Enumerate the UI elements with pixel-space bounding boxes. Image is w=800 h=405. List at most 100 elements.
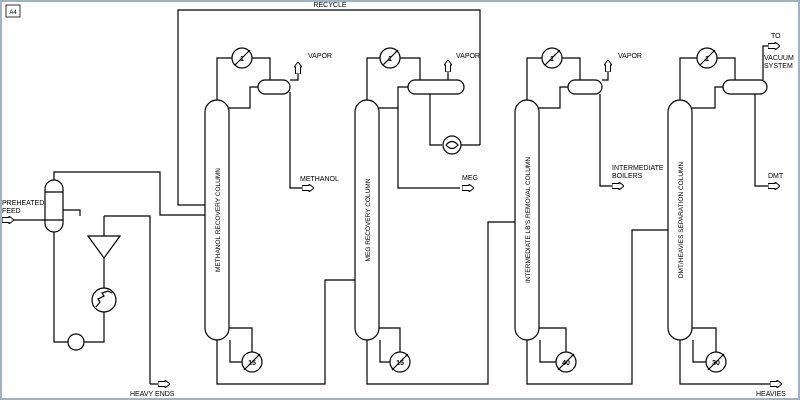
pump-discharge-line xyxy=(84,312,105,343)
col4-bottoms-line xyxy=(679,340,770,385)
col4-reboiler-feed xyxy=(692,327,717,352)
recycle-line xyxy=(177,9,481,206)
methanol-column-label: METHANOL RECOVERY COLUMN xyxy=(215,168,222,272)
col2-reboiler-slash xyxy=(391,353,409,371)
feed-inlet-arrow xyxy=(2,216,14,224)
col1-vapor-label: VAPOR xyxy=(308,53,332,60)
to-vacuum-label-3: SYSTEM xyxy=(764,63,793,70)
col3-bottoms-to-col4 xyxy=(526,229,668,385)
col3-distillate-line xyxy=(599,94,612,187)
col2-vapor-label: VAPOR xyxy=(456,53,480,60)
col2-bottoms-to-col3 xyxy=(366,221,515,385)
col2-overhead-line xyxy=(366,57,380,100)
col3-condenser-to-drum xyxy=(562,57,581,80)
feed-heater xyxy=(91,287,117,313)
col3-overhead-line xyxy=(526,57,542,100)
heavies-label: HEAVIES xyxy=(756,391,786,398)
col2-reboiler-return xyxy=(379,340,390,363)
col3-condenser-slash xyxy=(544,49,561,66)
col1-reboiler-return xyxy=(229,340,242,363)
to-vacuum-label-1: TO xyxy=(771,33,781,40)
col1-overhead-line xyxy=(216,57,232,100)
col3-reboiler-number: 40 xyxy=(562,360,570,367)
flash-overhead-line xyxy=(53,171,205,216)
methanol-label: METHANOL xyxy=(300,176,339,183)
col2-condenser-number: 1 xyxy=(388,56,392,63)
heavies-arrow xyxy=(770,380,782,388)
col3-vapor-label: VAPOR xyxy=(618,53,642,60)
to-vacuum-label-2: VACUUM xyxy=(764,55,794,62)
heater-coil-icon xyxy=(95,290,113,308)
col2-reflux-drum xyxy=(407,79,465,95)
col3-reflux-line xyxy=(539,86,568,109)
dmt-label: DMT xyxy=(768,173,784,180)
col1-reboiler-feed xyxy=(229,327,253,352)
col4-condenser-slash xyxy=(699,49,716,66)
col2-distillate-line xyxy=(397,108,460,189)
recycle-label: RECYCLE xyxy=(313,2,346,9)
dmt-column-label: DMT/HEAVIES SEPARATION COLUMN xyxy=(678,162,685,279)
col4-distillate-arrow xyxy=(768,182,780,190)
col4-reflux-line xyxy=(692,86,723,109)
col2-condenser-to-drum xyxy=(400,57,421,80)
heavy-ends-label: HEAVY ENDS xyxy=(130,391,175,398)
intermediate-label-2: BOILERS xyxy=(612,173,643,180)
col3-reflux-drum xyxy=(567,79,603,95)
col2-vapor-arrow xyxy=(444,60,452,72)
col1-reboiler-number: 15 xyxy=(248,360,256,367)
col3-vapor-arrow xyxy=(604,60,612,72)
separator-to-heavy-ends-line xyxy=(104,215,151,384)
col1-distillate-line xyxy=(289,92,302,189)
col1-reflux-drum xyxy=(257,79,291,95)
col4-distillate-line xyxy=(754,94,768,187)
col4-vacuum-arrow xyxy=(768,42,780,50)
feed-pump xyxy=(67,333,85,351)
col1-condenser-to-drum xyxy=(252,57,271,80)
col4-condenser-to-drum xyxy=(717,57,736,80)
corner-tag-box xyxy=(5,4,21,18)
meg-label: MEG xyxy=(462,175,478,182)
col1-reboiler-slash xyxy=(243,353,261,371)
col1-vapor-arrow xyxy=(294,62,302,74)
col1-condenser-slash xyxy=(234,49,251,66)
col1-vapor-line xyxy=(290,74,299,81)
intermediate-label-1: INTERMEDIATE xyxy=(612,165,664,172)
col3-reboiler-return xyxy=(539,340,556,363)
flash-bottoms-line xyxy=(53,232,68,343)
col2-reboiler-number: 15 xyxy=(396,360,404,367)
col4-reboiler-slash xyxy=(707,353,725,371)
meg-column-label: MEG RECOVERY COLUMN xyxy=(365,178,372,261)
col3-condenser-number: 1 xyxy=(550,56,554,63)
col2-reflux-line xyxy=(379,86,408,109)
col3-reboiler-feed xyxy=(539,327,567,352)
col1-bottoms-to-col2 xyxy=(216,279,355,385)
col1-reflux-line xyxy=(229,86,258,109)
col2-condenser-slash xyxy=(382,49,399,66)
exchanger-symbol-icon xyxy=(445,140,459,150)
col4-condenser-number: 1 xyxy=(705,56,709,63)
heavy-ends-arrow xyxy=(158,380,170,388)
col3-vapor-line xyxy=(602,72,609,81)
separator-triangle xyxy=(86,235,122,260)
intermediate-column-label: INTERMEDIATE LB'S REMOVAL COLUMN xyxy=(525,157,532,283)
corner-tag: A4 xyxy=(9,10,17,16)
col2-drum-to-exchanger xyxy=(429,94,442,146)
col2-reboiler-feed xyxy=(379,327,401,352)
col4-reflux-drum xyxy=(722,79,768,95)
preheated-feed-label-2: FEED xyxy=(2,208,21,215)
flash-drum xyxy=(44,179,64,233)
col4-reboiler-number: 30 xyxy=(712,360,720,367)
col3-distillate-arrow xyxy=(612,182,624,190)
col4-overhead-line xyxy=(679,57,697,100)
col4-vacuum-line xyxy=(762,45,768,80)
preheated-feed-label-1: PREHEATED xyxy=(2,200,44,207)
col1-condenser-number: 1 xyxy=(240,56,244,63)
col2-distillate-arrow xyxy=(462,184,474,192)
col1-distillate-arrow xyxy=(302,184,314,192)
drum-return-line xyxy=(63,209,81,216)
col3-reboiler-slash xyxy=(557,353,575,371)
col4-reboiler-return xyxy=(692,340,706,363)
